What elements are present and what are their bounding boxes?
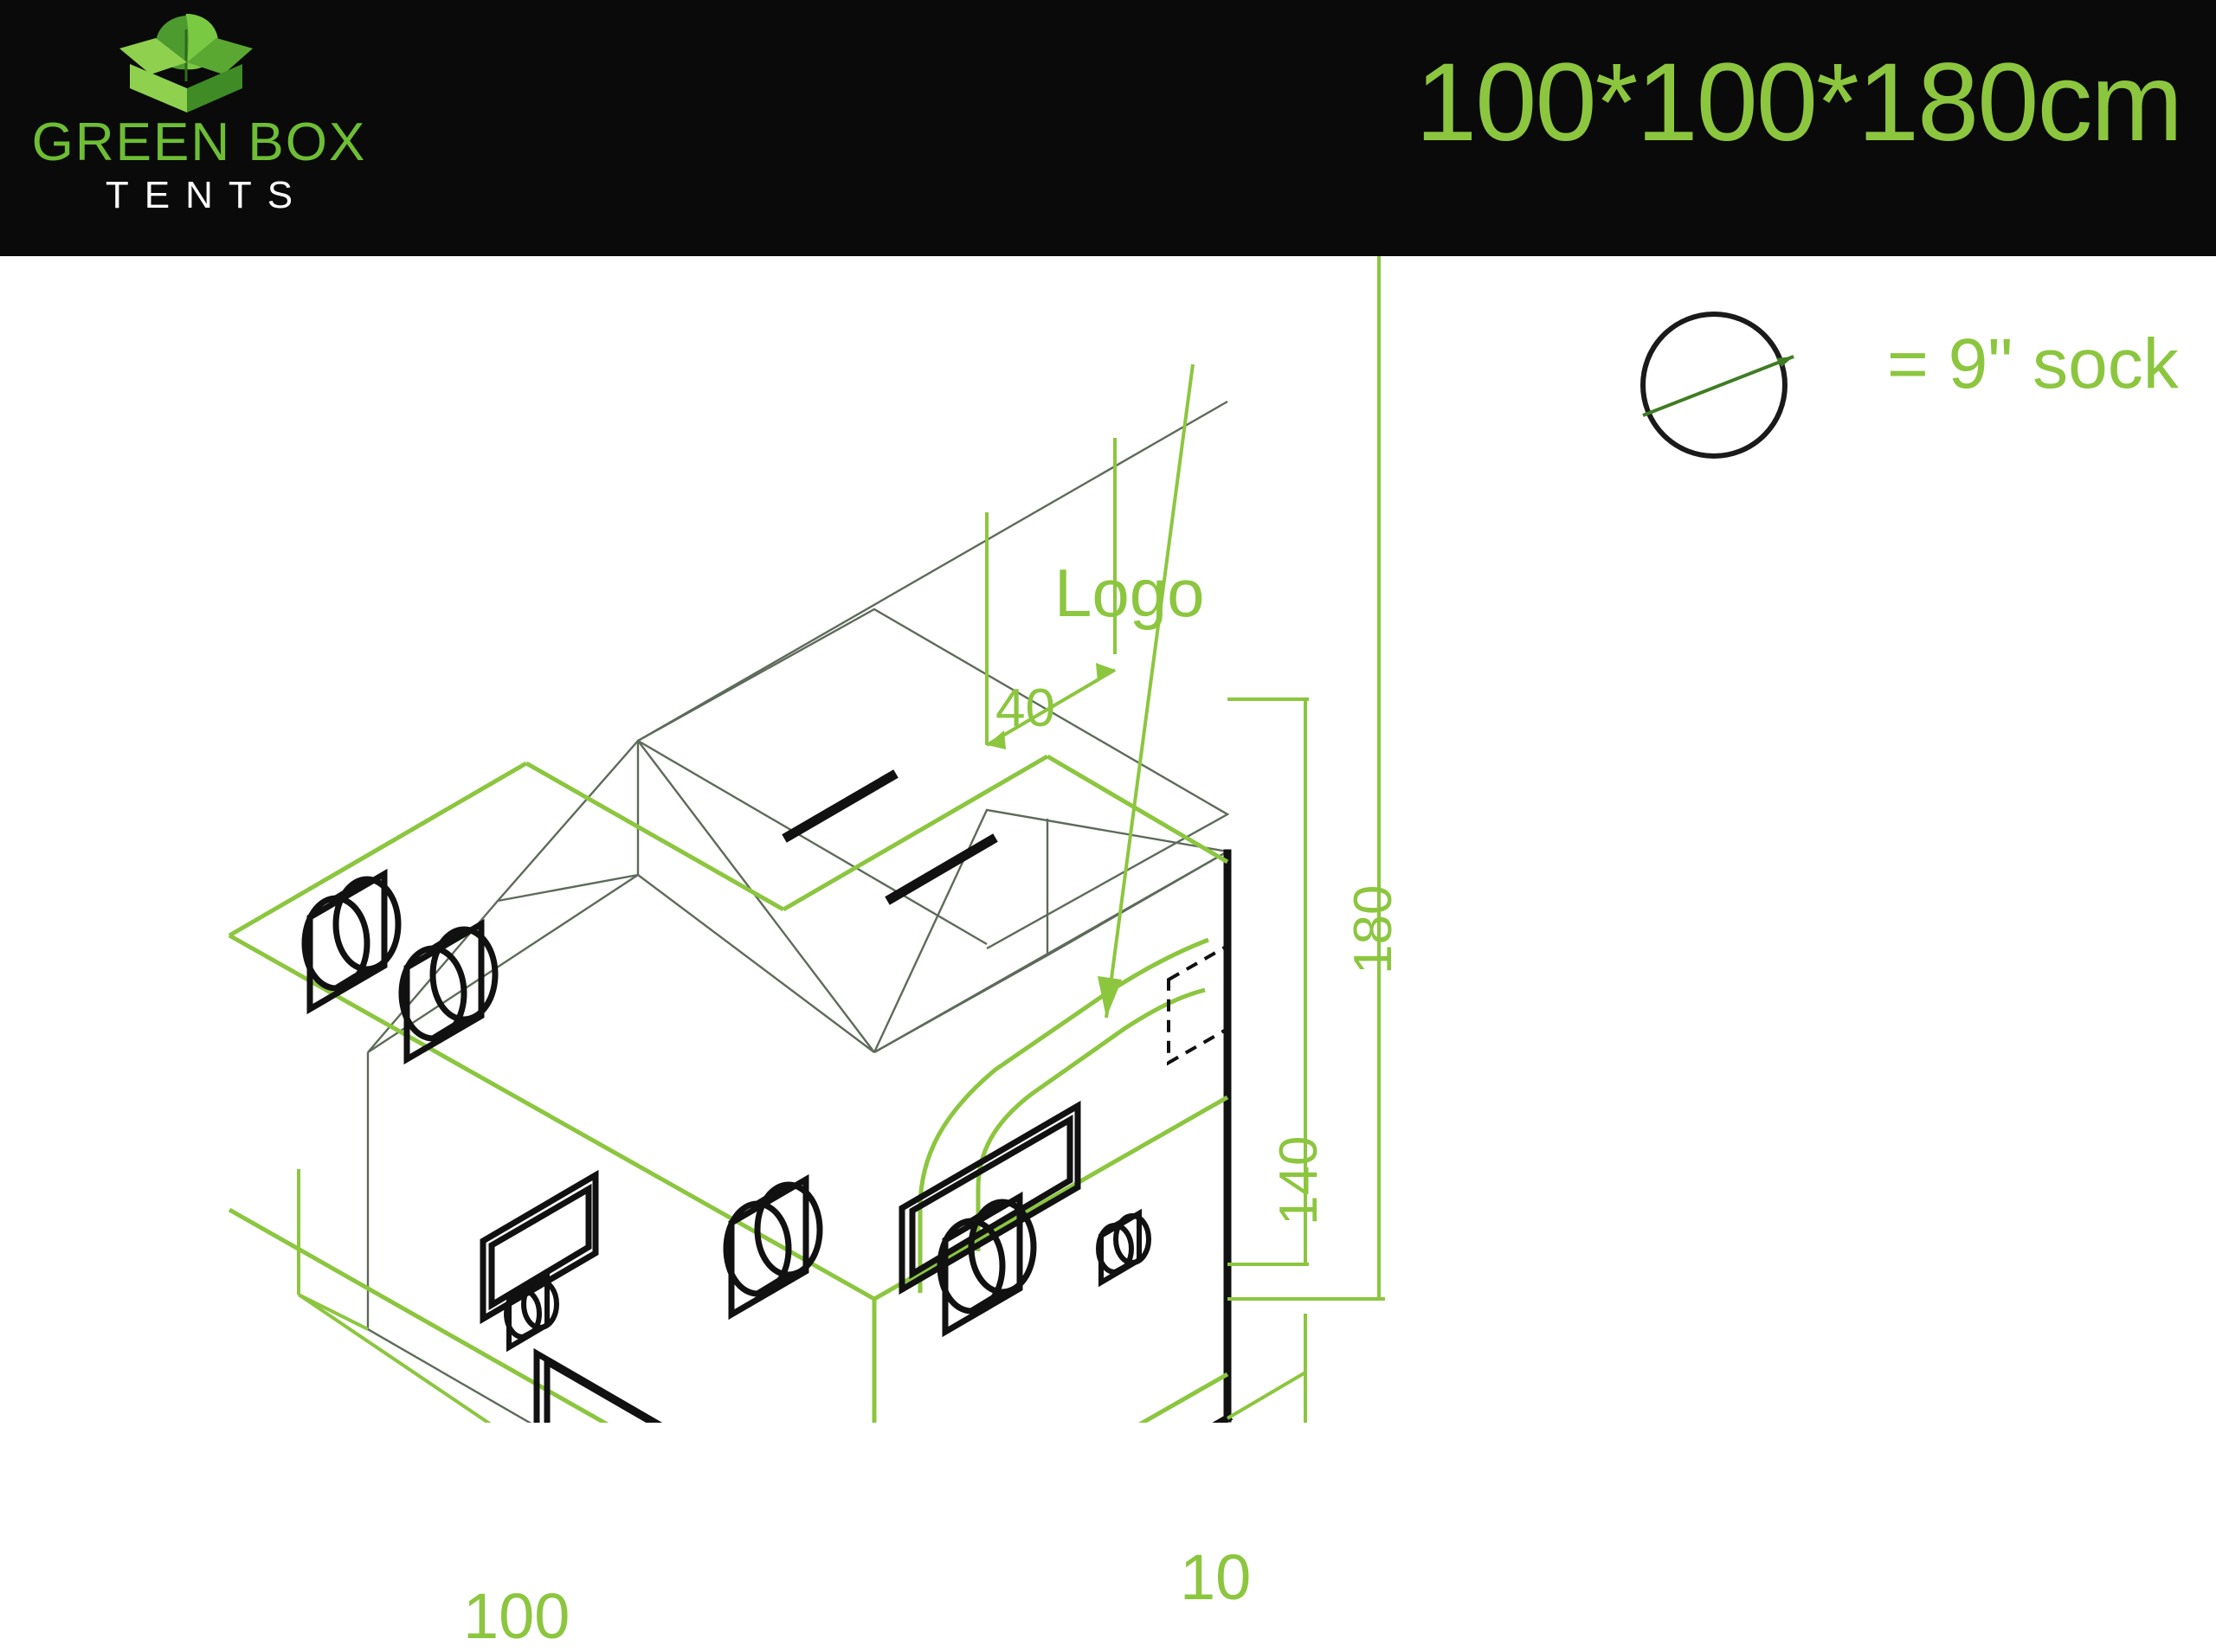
circle-with-diameter-arrow-icon	[1640, 312, 1794, 459]
green-box-with-leaves-logo	[119, 14, 253, 112]
vent-panel-right	[899, 1100, 1081, 1295]
vent-panel-left	[480, 1169, 599, 1325]
dimension-label-140: 140	[1269, 1135, 1329, 1225]
right-roof-sock-small	[1098, 1213, 1149, 1282]
dimension-label-180: 180	[1343, 884, 1403, 974]
dimension-label-40: 40	[995, 678, 1055, 738]
brand-name: GREEN BOX	[31, 112, 367, 172]
brand-logo: GREEN BOX TENTS	[17, 5, 381, 249]
brand-subtitle: TENTS	[105, 174, 309, 216]
roof-sock-large-1	[305, 874, 398, 1009]
bottom-wall-sock-large	[726, 1180, 820, 1315]
logo-leader-line	[1098, 363, 1195, 1019]
header-band: GREEN BOX TENTS 100*100*180cm	[0, 0, 2216, 256]
roof-strap-bars	[782, 769, 998, 905]
dimension-label-100: 100	[463, 1580, 570, 1652]
dimension-lines-height	[1227, 228, 1385, 1301]
sock-legend-label: = 9" sock	[1887, 325, 2179, 403]
tent-drawing-svg	[228, 228, 1385, 1652]
tent-green-seams	[228, 754, 1229, 1578]
sock-legend: = 9" sock	[1627, 303, 2199, 467]
logo-patch-dashed	[1167, 942, 1229, 1066]
logo-callout-label: Logo	[1054, 555, 1205, 631]
dimension-label-10: 10	[1180, 1541, 1252, 1613]
dimension-lines-base	[297, 1169, 1307, 1652]
right-roof-sock-large	[940, 1197, 1034, 1332]
dimension-lines-40	[985, 438, 1117, 749]
tent-isometric-drawing: 40 180 140 100 10 Logo	[0, 228, 2216, 1652]
tent-roof-plane	[637, 607, 1230, 950]
vent-panel-bottom	[533, 1347, 705, 1536]
page-title-dimensions: 100*100*180cm	[1415, 41, 2183, 164]
